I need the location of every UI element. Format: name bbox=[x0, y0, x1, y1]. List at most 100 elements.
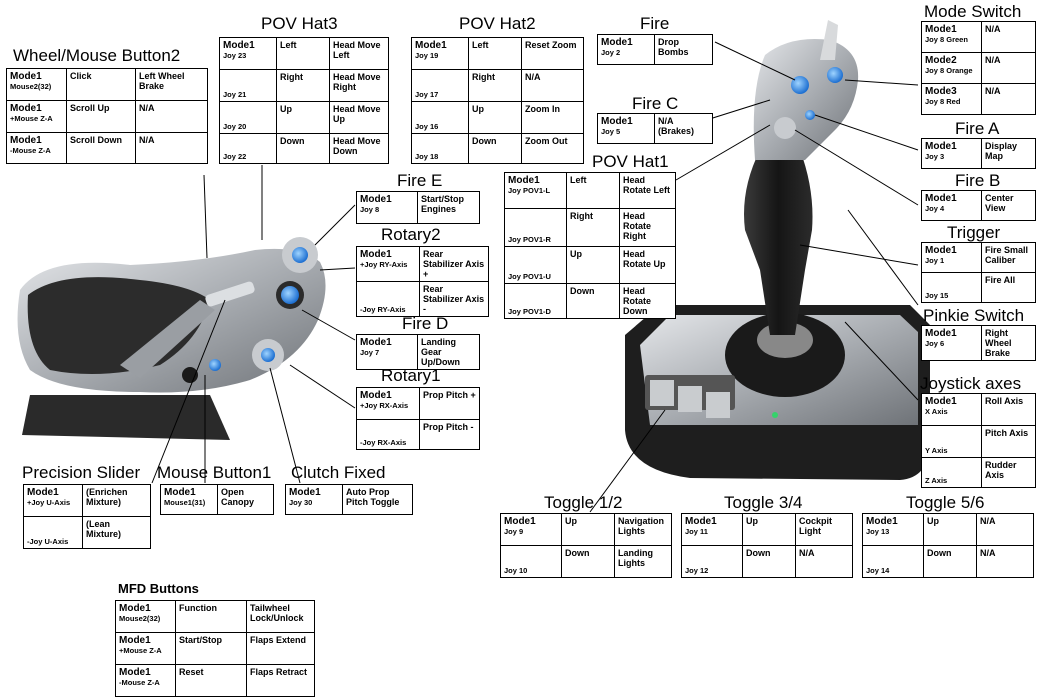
title-pov-hat3: POV Hat3 bbox=[261, 14, 338, 33]
direction-label: Right bbox=[276, 69, 330, 102]
action-label: Landing Gear Up/Down bbox=[417, 334, 480, 370]
joy-label: Joy 23 bbox=[223, 51, 247, 60]
joy-label: Joy 15 bbox=[925, 291, 949, 300]
action-label: Tailwheel Lock/Unlock bbox=[246, 600, 315, 633]
direction-label: Down bbox=[742, 545, 796, 578]
mode-label: Mode2 bbox=[925, 55, 957, 66]
joy-label: Y Axis bbox=[925, 446, 948, 455]
title-toggle-34: Toggle 3/4 bbox=[724, 493, 803, 512]
action-label: Navigation Lights bbox=[614, 513, 672, 546]
joy-label: +Mouse Z-A bbox=[10, 114, 53, 123]
connector-lines bbox=[151, 41, 919, 513]
action-label: N/A bbox=[521, 69, 584, 102]
joy-label: Joy POV1-U bbox=[508, 272, 551, 281]
mode-label: Mode1 bbox=[360, 390, 392, 401]
direction-label: Up bbox=[561, 513, 615, 546]
direction-label: Left bbox=[276, 37, 330, 70]
mode-label: Mode1 bbox=[10, 135, 42, 146]
action-label: Center View bbox=[981, 190, 1036, 221]
action-label: Head Move Down bbox=[329, 133, 389, 164]
action-label: Landing Lights bbox=[614, 545, 672, 578]
action-label: Prop Pitch + bbox=[419, 387, 480, 420]
direction-label: Scroll Down bbox=[66, 132, 136, 164]
title-rotary2: Rotary2 bbox=[381, 225, 441, 244]
joy-label: Joy 7 bbox=[360, 348, 380, 357]
table-rotary1: Mode1+Joy RX-Axis Prop Pitch + -Joy RX-Ax… bbox=[356, 387, 480, 450]
title-clutch-fixed: Clutch Fixed bbox=[291, 463, 386, 482]
mode-label: Mode1 bbox=[289, 487, 321, 498]
mode-label: Mode1 bbox=[223, 40, 255, 51]
action-label: N/A bbox=[976, 545, 1034, 578]
joy-label: Joy POV1-L bbox=[508, 186, 551, 195]
joy-label: Joy 8 Red bbox=[925, 97, 961, 106]
action-label: Flaps Retract bbox=[246, 664, 315, 697]
action-label: Head Move Right bbox=[329, 69, 389, 102]
joy-label: Joy POV1-D bbox=[508, 307, 551, 316]
action-label: Left Wheel Brake bbox=[135, 68, 208, 101]
mode-label: Mode1 bbox=[925, 396, 957, 407]
action-label: N/A bbox=[135, 100, 208, 133]
direction-label: Down bbox=[276, 133, 330, 164]
title-fire-c: Fire C bbox=[632, 94, 679, 113]
title-toggle-12: Toggle 1/2 bbox=[544, 493, 623, 512]
mode-label: Mode1 bbox=[925, 193, 957, 204]
joy-label: Joy 11 bbox=[685, 527, 708, 536]
title-mouse-button1: Mouse Button1 bbox=[157, 463, 272, 482]
title-fire-d: Fire D bbox=[402, 314, 449, 333]
joy-label: Joy 10 bbox=[504, 566, 528, 575]
mode-label: Mode1 bbox=[925, 24, 957, 35]
action-label: Cockpit Light bbox=[795, 513, 853, 546]
direction-label: Scroll Up bbox=[66, 100, 136, 133]
mode-label: Mode1 bbox=[601, 37, 633, 48]
joy-label: Joy 18 bbox=[415, 152, 439, 161]
mode-label: Mode1 bbox=[27, 487, 59, 498]
joy-label: Mouse2(32) bbox=[119, 614, 161, 623]
action-label: Fire Small Caliber bbox=[981, 242, 1036, 273]
action-label: Auto Prop Pitch Toggle bbox=[342, 484, 413, 515]
action-label: Pitch Axis bbox=[981, 425, 1036, 458]
joy-label: Z Axis bbox=[925, 476, 948, 485]
joy-label: -Joy RX-Axis bbox=[360, 438, 407, 447]
direction-label: Down bbox=[468, 133, 522, 164]
action-label: Head Rotate Right bbox=[619, 208, 676, 247]
action-label: Start/Stop Engines bbox=[417, 191, 480, 224]
title-fire-e: Fire E bbox=[397, 171, 443, 190]
title-toggle-56: Toggle 5/6 bbox=[906, 493, 985, 512]
action-label: (Enrichen Mixture) bbox=[82, 484, 151, 517]
direction-label: Up bbox=[468, 101, 522, 134]
joy-label: Joy 17 bbox=[415, 90, 439, 99]
direction-label: Down bbox=[923, 545, 977, 578]
joy-label: Joy 8 Orange bbox=[925, 66, 973, 75]
joy-label: Joy 1 bbox=[925, 256, 945, 265]
direction-label: Click bbox=[66, 68, 136, 101]
mode-label: Mode1 bbox=[360, 249, 392, 260]
action-label: Head Move Up bbox=[329, 101, 389, 134]
action-label: Flaps Extend bbox=[246, 632, 315, 665]
title-joystick-axes: Joystick axes bbox=[920, 374, 1022, 393]
direction-label: Left bbox=[468, 37, 522, 70]
joy-label: Joy 8 bbox=[360, 205, 380, 214]
title-pinkie-switch: Pinkie Switch bbox=[923, 306, 1025, 325]
title-precision-slider: Precision Slider bbox=[22, 463, 141, 482]
action-label: N/A (Brakes) bbox=[654, 113, 713, 144]
direction-label: Up bbox=[923, 513, 977, 546]
joy-label: Joy 16 bbox=[415, 122, 439, 131]
mode-label: Mode1 bbox=[10, 103, 42, 114]
mode-label: Mode1 bbox=[415, 40, 447, 51]
action-label: N/A bbox=[976, 513, 1034, 546]
joy-label: Joy 9 bbox=[504, 527, 524, 536]
mode-label: Mode3 bbox=[925, 86, 957, 97]
joy-label: +Joy RX-Axis bbox=[360, 401, 409, 410]
